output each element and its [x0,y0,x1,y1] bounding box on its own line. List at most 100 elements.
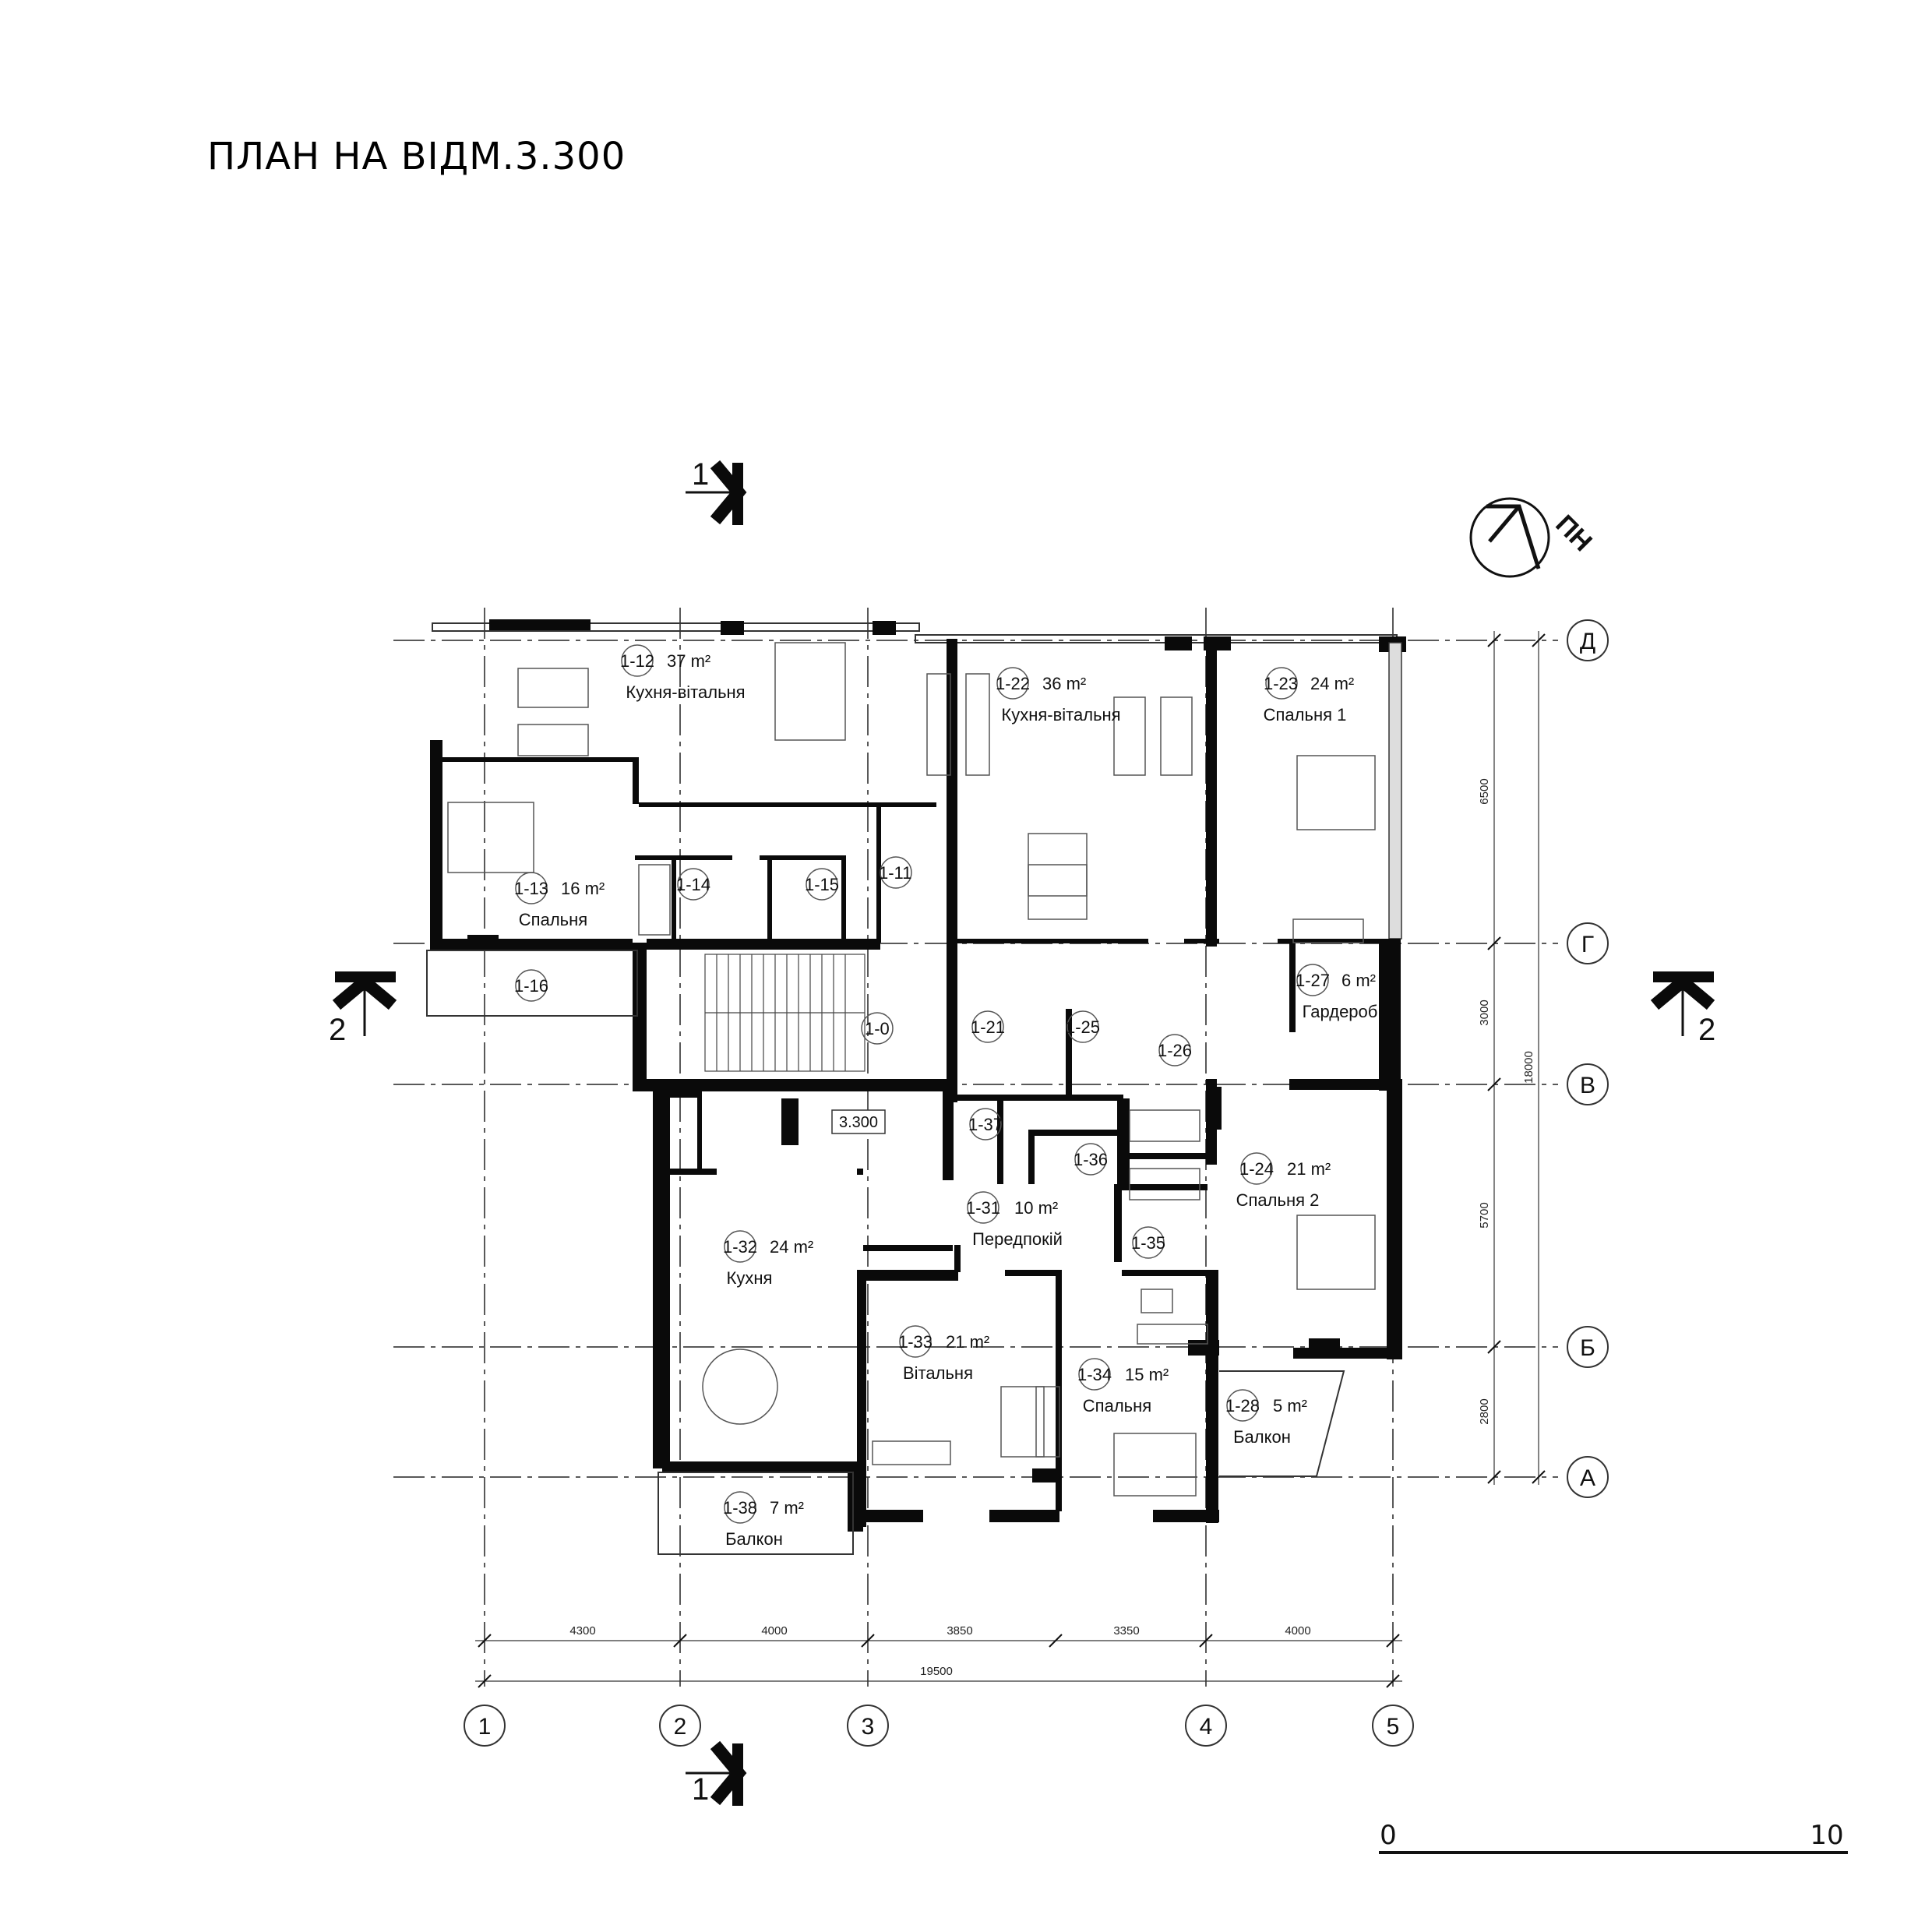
svg-text:Вітальня: Вітальня [903,1363,973,1383]
svg-text:4: 4 [1200,1714,1213,1740]
svg-text:Кухня-вітальня: Кухня-вітальня [1001,705,1120,724]
svg-text:Кухня-вітальня: Кухня-вітальня [626,682,745,702]
room-1-31: 1-31 10 m² Передпокій [966,1191,1063,1249]
svg-text:5 m²: 5 m² [1273,1396,1307,1416]
north-arrow: ПН [1469,497,1598,578]
svg-text:19500: 19500 [920,1665,953,1678]
svg-text:2: 2 [1698,1013,1715,1047]
svg-text:37 m²: 37 m² [667,651,710,671]
svg-text:2: 2 [329,1013,346,1047]
svg-text:21 m²: 21 m² [946,1332,989,1352]
section-mark-2-right: 2 [1650,971,1715,1047]
room-1-37: 1-37 [968,1108,1003,1141]
scale-bar: 0 10 [1379,1820,1848,1854]
svg-text:1-14: 1-14 [676,875,710,894]
svg-text:1-25: 1-25 [1066,1017,1100,1037]
dimensions-horizontal: 4300 4000 3850 3350 4000 19500 [475,1624,1402,1688]
svg-text:1-23: 1-23 [1264,674,1298,693]
svg-text:Б: Б [1580,1335,1595,1361]
svg-text:2800: 2800 [1478,1398,1491,1424]
svg-text:21 m²: 21 m² [1287,1159,1331,1179]
svg-text:1-31: 1-31 [966,1198,1000,1218]
svg-text:1-11: 1-11 [879,863,911,883]
svg-text:4000: 4000 [1285,1624,1310,1638]
axis-V: В [1567,1063,1609,1105]
svg-text:3.300: 3.300 [839,1114,878,1131]
room-1-16: 1-16 [514,969,548,1002]
section-mark-1-top: 1 [686,457,747,525]
axis-D: Д [1567,619,1609,661]
svg-text:1-38: 1-38 [723,1498,757,1518]
svg-text:18000: 18000 [1522,1051,1535,1084]
svg-text:24 m²: 24 m² [1310,674,1354,693]
svg-text:1-26: 1-26 [1158,1041,1192,1060]
svg-text:3350: 3350 [1113,1624,1139,1638]
svg-text:1-35: 1-35 [1131,1233,1165,1253]
axis-5: 5 [1372,1705,1414,1747]
svg-text:Спальня: Спальня [1083,1396,1151,1416]
axis-2: 2 [659,1705,701,1747]
svg-text:Спальня 2: Спальня 2 [1236,1190,1320,1210]
svg-text:1: 1 [692,457,709,492]
svg-text:1-24: 1-24 [1239,1159,1274,1179]
svg-text:Балкон: Балкон [725,1529,783,1549]
svg-text:2: 2 [674,1714,687,1740]
section-mark-2-left: 2 [329,971,397,1047]
svg-text:1: 1 [692,1772,709,1807]
room-1-33: 1-33 21 m² Вітальня [898,1325,989,1383]
dimensions-vertical: 6500 3000 5700 2800 18000 [1478,631,1546,1485]
room-1-24: 1-24 21 m² Спальня 2 [1236,1152,1331,1210]
svg-text:10 m²: 10 m² [1014,1198,1058,1218]
svg-text:3000: 3000 [1478,999,1491,1025]
svg-text:24 m²: 24 m² [770,1237,813,1257]
axis-G: Г [1567,922,1609,964]
svg-text:1-21: 1-21 [971,1017,1005,1037]
svg-text:0: 0 [1380,1820,1397,1851]
axis-4: 4 [1185,1705,1227,1747]
svg-text:1-16: 1-16 [514,976,548,996]
svg-text:1-36: 1-36 [1074,1150,1108,1169]
axis-A: А [1567,1456,1609,1498]
room-1-11: 1-11 [879,856,912,889]
room-1-22: 1-22 36 m² Кухня-вітальня [996,667,1121,724]
svg-text:5: 5 [1387,1714,1400,1740]
svg-text:36 m²: 36 m² [1042,674,1086,693]
room-1-26: 1-26 [1158,1034,1192,1066]
svg-text:Спальня: Спальня [519,910,587,929]
axis-3: 3 [847,1705,889,1747]
svg-text:Г: Г [1581,932,1594,957]
svg-text:1-15: 1-15 [805,875,839,894]
svg-text:4000: 4000 [761,1624,787,1638]
svg-text:А: А [1580,1465,1595,1491]
room-1-15: 1-15 [805,868,839,901]
svg-text:1-37: 1-37 [968,1115,1003,1134]
svg-text:4300: 4300 [569,1624,595,1638]
room-1-13: 1-13 16 m² Спальня [514,872,605,929]
plan-title: ПЛАН НА ВІДМ.3.300 [207,135,626,178]
room-1-14: 1-14 [676,868,710,901]
svg-text:15 m²: 15 m² [1125,1365,1169,1384]
room-labels: 1-12 37 m² Кухня-вітальня 1-22 36 m² Кух… [514,644,1377,1549]
svg-text:1-34: 1-34 [1077,1365,1112,1384]
axis-markers-numeric: 1 2 3 4 5 [464,1705,1414,1747]
room-1-38: 1-38 7 m² Балкон [723,1491,804,1549]
north-label: ПН [1549,509,1598,558]
svg-text:1-28: 1-28 [1225,1396,1260,1416]
svg-text:5700: 5700 [1478,1202,1491,1228]
svg-text:Д: Д [1580,629,1595,654]
grid-lines [393,608,1558,1687]
room-1-25: 1-25 [1066,1010,1100,1043]
svg-text:1-32: 1-32 [723,1237,757,1257]
room-1-36: 1-36 [1074,1143,1108,1176]
svg-text:1-13: 1-13 [514,879,548,898]
stairs [704,954,866,1072]
room-1-28: 1-28 5 m² Балкон [1225,1389,1307,1447]
svg-text:1-12: 1-12 [620,651,654,671]
svg-text:16 m²: 16 m² [561,879,605,898]
svg-text:Спальня 1: Спальня 1 [1264,705,1347,724]
level-mark: 3.300 [831,1109,886,1134]
svg-text:7 m²: 7 m² [770,1498,804,1518]
svg-text:Передпокій: Передпокій [972,1229,1063,1249]
svg-text:1-22: 1-22 [996,674,1030,693]
